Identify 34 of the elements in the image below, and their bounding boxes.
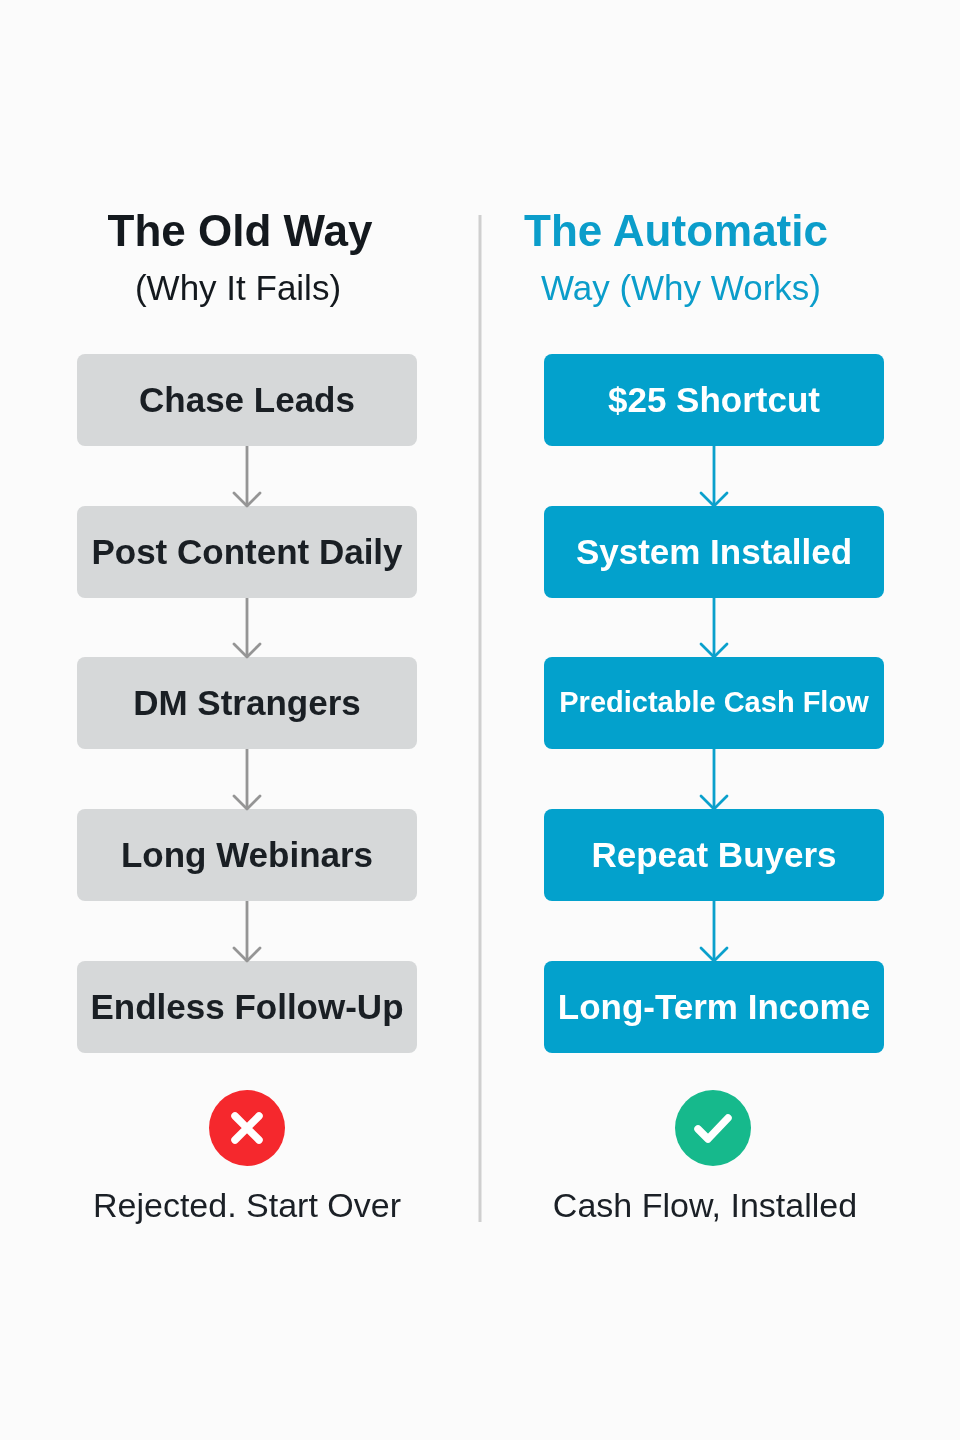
column-heading: The Old Way [107,206,373,257]
step-text: Long Webinars [120,834,374,876]
step-box [544,506,884,598]
arrow [232,598,262,659]
arrow [232,749,262,811]
column-heading: The Automatic [524,206,828,257]
step-box [77,961,417,1053]
arrow [699,901,729,963]
step-text: System Installed [575,531,853,573]
step-box [544,354,884,446]
arrow [232,901,262,963]
step-box [77,506,417,598]
step-text: DM Strangers [133,682,361,724]
step-text: Long-Term Income [557,986,871,1028]
arrow [699,446,729,508]
arrow [699,598,729,659]
step-box [77,657,417,749]
step-text: Repeat Buyers [591,834,837,876]
arrow [699,749,729,811]
step-box [77,809,417,901]
outcome-text: Rejected. Start Over [93,1186,401,1226]
step-text: $25 Shortcut [608,379,820,421]
arrow [232,446,262,508]
column-subheading: Way (Why Works) [541,268,821,309]
step-text: Post Content Daily [91,531,403,573]
step-box [544,961,884,1053]
step-text: Predictable Cash Flow [559,686,869,720]
step-box [544,657,884,749]
outcome-text: Cash Flow, Installed [552,1186,858,1226]
column-subheading: (Why It Fails) [134,268,342,309]
step-box [544,809,884,901]
step-box [77,354,417,446]
step-text: Chase Leads [139,379,355,421]
step-text: Endless Follow-Up [90,986,404,1028]
